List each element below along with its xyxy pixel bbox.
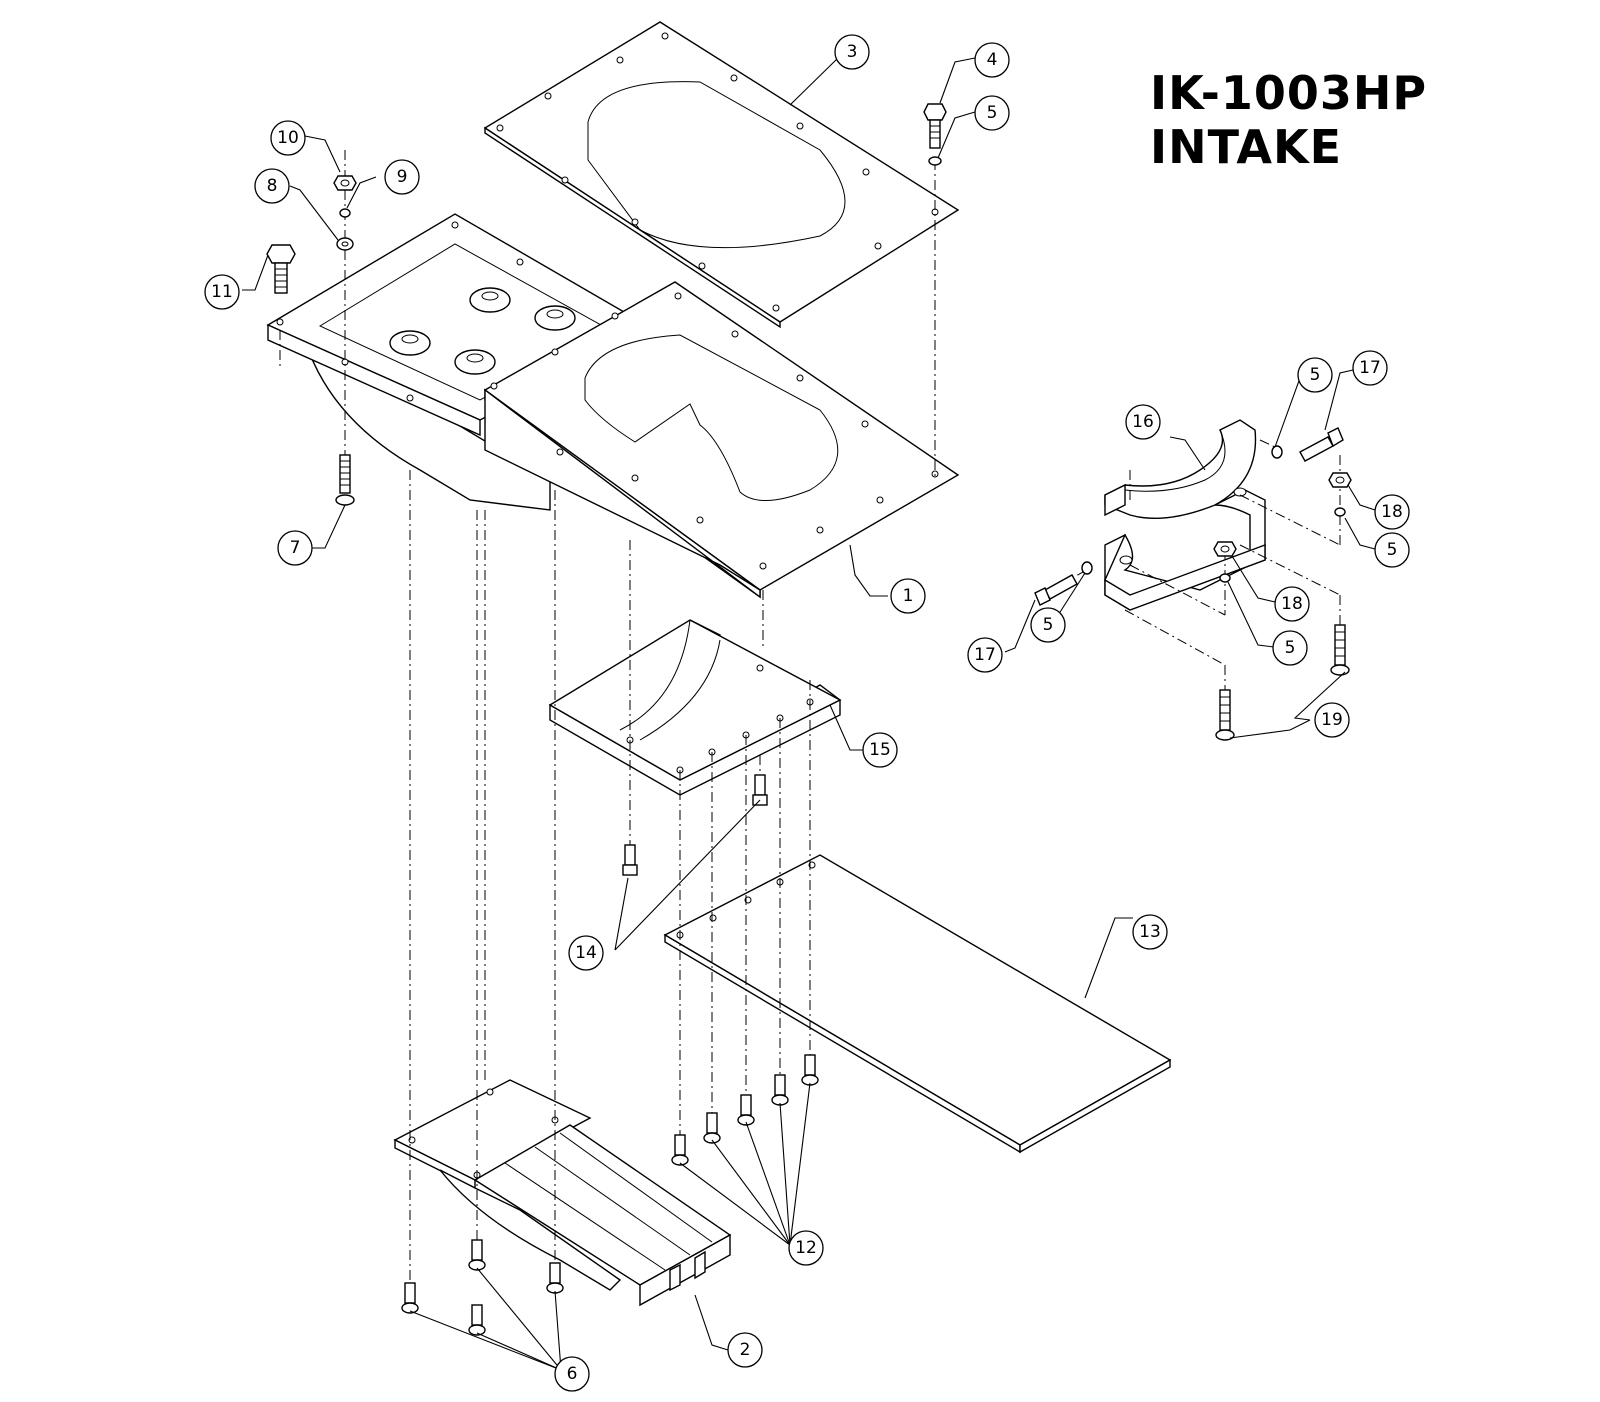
callout-3: 3 bbox=[834, 34, 870, 70]
svg-text:6: 6 bbox=[567, 1364, 578, 1384]
callout-18-right: 18 bbox=[1374, 494, 1410, 530]
svg-text:8: 8 bbox=[267, 176, 278, 196]
callout-11: 11 bbox=[204, 274, 240, 310]
svg-text:19: 19 bbox=[1321, 710, 1343, 730]
svg-text:15: 15 bbox=[869, 740, 891, 760]
svg-text:4: 4 bbox=[987, 50, 998, 70]
flat-washer-8 bbox=[336, 237, 354, 251]
svg-text:2: 2 bbox=[740, 1340, 751, 1360]
callout-17-left: 17 bbox=[967, 637, 1003, 673]
svg-text:5: 5 bbox=[1387, 540, 1398, 560]
svg-text:18: 18 bbox=[1281, 594, 1303, 614]
callout-9: 9 bbox=[384, 159, 420, 195]
svg-text:5: 5 bbox=[987, 103, 998, 123]
svg-text:18: 18 bbox=[1381, 502, 1403, 522]
lock-washer-5b bbox=[1271, 445, 1283, 459]
svg-text:14: 14 bbox=[575, 943, 597, 963]
callout-2: 2 bbox=[727, 1332, 763, 1368]
svg-text:1: 1 bbox=[903, 586, 914, 606]
callout-4: 4 bbox=[974, 42, 1010, 78]
svg-text:3: 3 bbox=[847, 42, 858, 62]
assembly-centerlines bbox=[279, 150, 1341, 1285]
callout-5-top: 5 bbox=[974, 95, 1010, 131]
svg-text:5: 5 bbox=[1285, 638, 1296, 658]
callout-13: 13 bbox=[1132, 914, 1168, 950]
socket-cap-screw-17a bbox=[1299, 427, 1344, 462]
callout-19: 19 bbox=[1314, 702, 1350, 738]
flat-head-screws-6 bbox=[401, 1239, 564, 1336]
svg-text:10: 10 bbox=[277, 128, 299, 148]
callout-7: 7 bbox=[277, 530, 313, 566]
callout-5-clamp-bottom: 5 bbox=[1272, 630, 1308, 666]
hex-nut-18a bbox=[1328, 472, 1352, 488]
callouts: 1 2 3 4 5 5 5 5 5 6 7 8 9 10 11 12 13 14… bbox=[204, 34, 1410, 1392]
page-title: IK-1003HP INTAKE bbox=[1150, 66, 1428, 174]
top-gasket-plate bbox=[483, 21, 960, 329]
hex-nut-10 bbox=[333, 175, 357, 191]
hex-nut-18b bbox=[1213, 541, 1237, 557]
callout-5-clamp-left: 5 bbox=[1030, 607, 1066, 643]
svg-text:9: 9 bbox=[397, 167, 408, 187]
callout-8: 8 bbox=[254, 168, 290, 204]
lock-washer-5c bbox=[1334, 507, 1346, 517]
svg-text:17: 17 bbox=[1359, 358, 1381, 378]
svg-text:17: 17 bbox=[974, 645, 996, 665]
clamp-assembly bbox=[1104, 419, 1266, 611]
callout-17-top: 17 bbox=[1352, 350, 1388, 386]
lock-washer-9 bbox=[339, 208, 351, 218]
hex-bolt-11 bbox=[266, 244, 296, 294]
grate bbox=[393, 1079, 732, 1307]
flat-head-screws-12 bbox=[671, 1054, 819, 1166]
mount-bosses bbox=[389, 287, 576, 375]
flat-head-screw-19a bbox=[1330, 624, 1350, 676]
svg-text:12: 12 bbox=[795, 1238, 817, 1258]
svg-text:5: 5 bbox=[1310, 365, 1321, 385]
svg-text:7: 7 bbox=[290, 538, 301, 558]
callout-14: 14 bbox=[568, 935, 604, 971]
svg-text:13: 13 bbox=[1139, 922, 1161, 942]
intake-base bbox=[266, 213, 960, 599]
callout-6: 6 bbox=[554, 1356, 590, 1392]
callout-5-clamp-top: 5 bbox=[1297, 357, 1333, 393]
lock-washer-5 bbox=[928, 156, 942, 166]
callout-5-clamp-right: 5 bbox=[1374, 532, 1410, 568]
lock-washer-5d bbox=[1219, 573, 1231, 583]
socket-cap-screw-17b bbox=[1034, 574, 1078, 606]
callout-12: 12 bbox=[788, 1230, 824, 1266]
callout-18-bottom: 18 bbox=[1274, 586, 1310, 622]
callout-16: 16 bbox=[1125, 404, 1161, 440]
flat-head-screw-7 bbox=[335, 454, 355, 506]
socket-cap-screw-14a bbox=[622, 844, 638, 876]
lock-washer-5e bbox=[1081, 561, 1093, 575]
callout-1: 1 bbox=[890, 578, 926, 614]
svg-text:11: 11 bbox=[211, 282, 233, 302]
hex-bolt-4 bbox=[923, 103, 947, 149]
callout-15: 15 bbox=[862, 732, 898, 768]
callout-10: 10 bbox=[270, 120, 306, 156]
flat-head-screw-19b bbox=[1215, 689, 1235, 741]
ride-plate bbox=[663, 854, 1172, 1154]
transom-spacer bbox=[548, 619, 842, 796]
svg-text:16: 16 bbox=[1132, 412, 1154, 432]
hardware bbox=[266, 103, 1352, 1336]
svg-text:5: 5 bbox=[1043, 615, 1054, 635]
